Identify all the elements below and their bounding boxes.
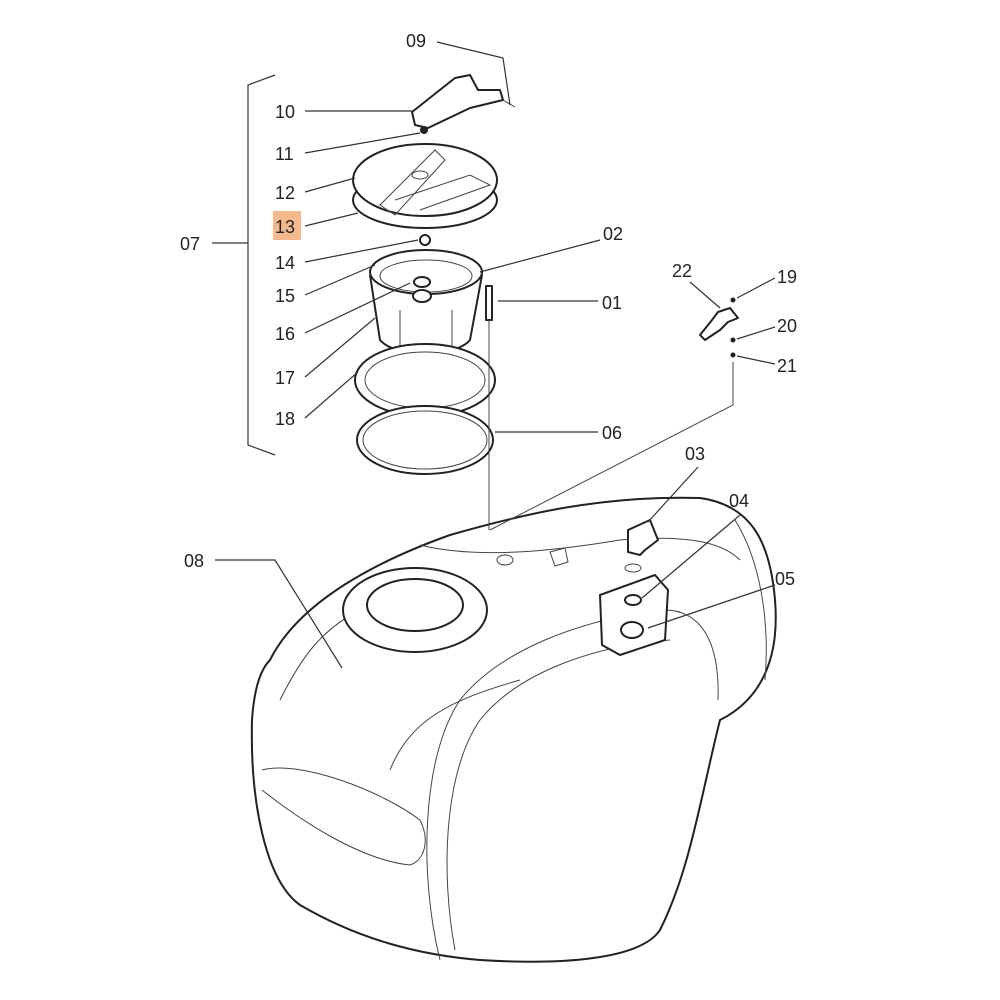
label-21[interactable]: 21 — [777, 356, 797, 376]
tank-body — [250, 496, 777, 963]
label-14[interactable]: 14 — [275, 253, 295, 273]
label-20[interactable]: 20 — [777, 316, 797, 336]
label-13[interactable]: 13 — [275, 217, 295, 237]
label-08[interactable]: 08 — [184, 551, 204, 571]
label-03[interactable]: 03 — [685, 444, 705, 464]
label-15[interactable]: 15 — [275, 286, 295, 306]
label-06[interactable]: 06 — [602, 423, 622, 443]
label-19[interactable]: 19 — [777, 267, 797, 287]
label-02[interactable]: 02 — [603, 224, 623, 244]
label-18[interactable]: 18 — [275, 409, 295, 429]
group-bracket — [247, 74, 276, 456]
label-12[interactable]: 12 — [275, 183, 295, 203]
seal-rings — [354, 343, 496, 475]
label-07[interactable]: 07 — [180, 234, 200, 254]
label-16[interactable]: 16 — [275, 324, 295, 344]
label-10[interactable]: 10 — [275, 102, 295, 122]
filter-basket — [369, 249, 483, 355]
label-04[interactable]: 04 — [729, 491, 749, 511]
lid — [352, 143, 498, 229]
fittings — [496, 519, 669, 656]
label-01[interactable]: 01 — [602, 293, 622, 313]
cap-handle — [411, 74, 516, 134]
label-22[interactable]: 22 — [672, 261, 692, 281]
washer-14 — [419, 234, 431, 246]
part-labels[interactable]: 09 07 10 11 12 13 14 15 16 17 18 02 01 0… — [180, 31, 797, 589]
label-09[interactable]: 09 — [406, 31, 426, 51]
highlight-13 — [273, 211, 301, 240]
label-17[interactable]: 17 — [275, 368, 295, 388]
screw — [485, 285, 493, 530]
leader-lines — [212, 41, 776, 669]
clamp — [489, 297, 739, 531]
label-11[interactable]: 11 — [275, 144, 294, 164]
tank-fill-neck — [342, 567, 488, 653]
label-05[interactable]: 05 — [775, 569, 795, 589]
